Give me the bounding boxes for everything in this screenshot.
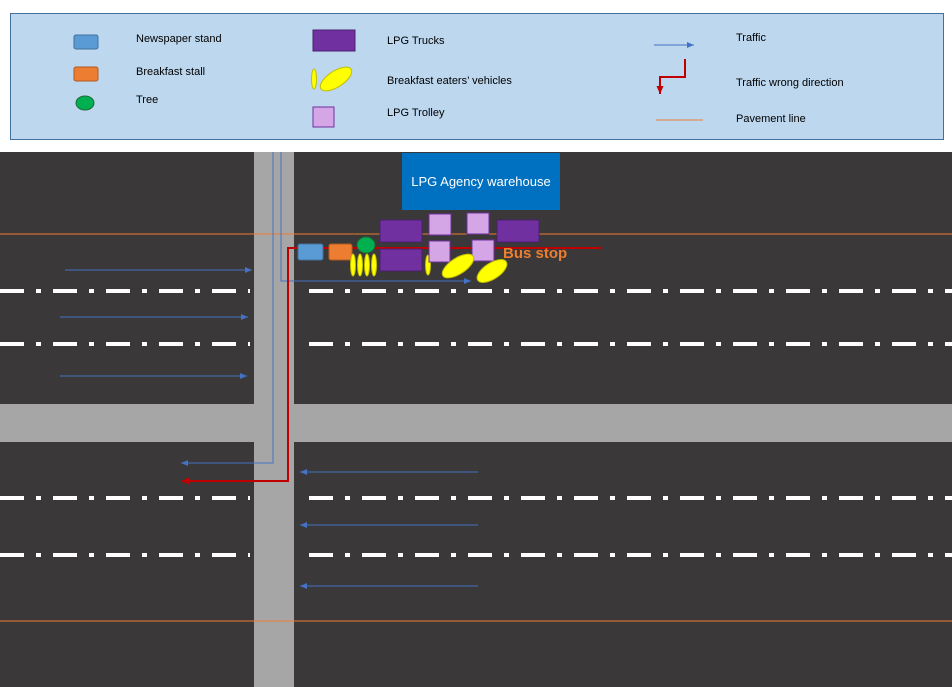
lpg-trolley-icon — [466, 212, 490, 235]
legend-label-breakfast-vehicles: Breakfast eaters’ vehicles — [387, 75, 512, 87]
lpg-trolley-icon — [471, 239, 495, 262]
lpg-truck-icon — [496, 219, 540, 243]
legend-label-pavement-line: Pavement line — [736, 113, 806, 125]
lpg-truck-icon — [379, 248, 423, 272]
legend-symbols — [73, 29, 703, 128]
lpg-truck-icon — [312, 29, 356, 52]
legend-label-lpg-trucks: LPG Trucks — [387, 35, 445, 47]
breakfast-vehicle-icon — [319, 66, 353, 92]
newspaper-stand-icon — [297, 243, 324, 261]
wrong-direction-arrow-icon — [656, 59, 686, 94]
legend-label-traffic: Traffic — [736, 32, 766, 44]
lpg-trolley-icon — [428, 240, 451, 263]
breakfast-vehicle-icon — [311, 68, 317, 90]
lpg-agency-warehouse: LPG Agency warehouse — [402, 153, 560, 210]
breakfast-vehicle-icon — [371, 253, 377, 277]
lpg-trolley-icon — [312, 106, 335, 128]
legend-label-tree: Tree — [136, 94, 159, 106]
legend-label-newspaper-stand: Newspaper stand — [136, 33, 222, 45]
breakfast-stall-icon — [328, 243, 353, 261]
breakfast-vehicle-icon — [441, 253, 475, 279]
breakfast-vehicle-icon — [364, 253, 370, 277]
bus-stop-label: Bus stop — [503, 245, 568, 262]
legend-label-breakfast-stall: Breakfast stall — [136, 66, 206, 78]
lpg-truck-icon — [379, 219, 423, 243]
lpg-trolley-icon — [428, 213, 452, 236]
traffic-arrow-icon — [181, 152, 274, 466]
breakfast-stall-icon — [73, 66, 99, 82]
tree-icon — [356, 236, 376, 254]
legend-label-traffic-wrong-direction: Traffic wrong direction — [736, 77, 844, 89]
lane-markings — [0, 289, 952, 557]
legend-label-lpg-trolley: LPG Trolley — [387, 107, 445, 119]
cross-road — [0, 404, 952, 442]
traffic-arrow-icon — [280, 152, 471, 284]
tree-icon — [75, 95, 95, 111]
breakfast-vehicle-icon — [357, 253, 363, 277]
newspaper-stand-icon — [73, 34, 99, 50]
legend: Newspaper stand Breakfast stall Tree LPG… — [10, 13, 944, 140]
breakfast-vehicle-icon — [350, 253, 356, 277]
breakfast-vehicle-icon — [476, 259, 508, 283]
